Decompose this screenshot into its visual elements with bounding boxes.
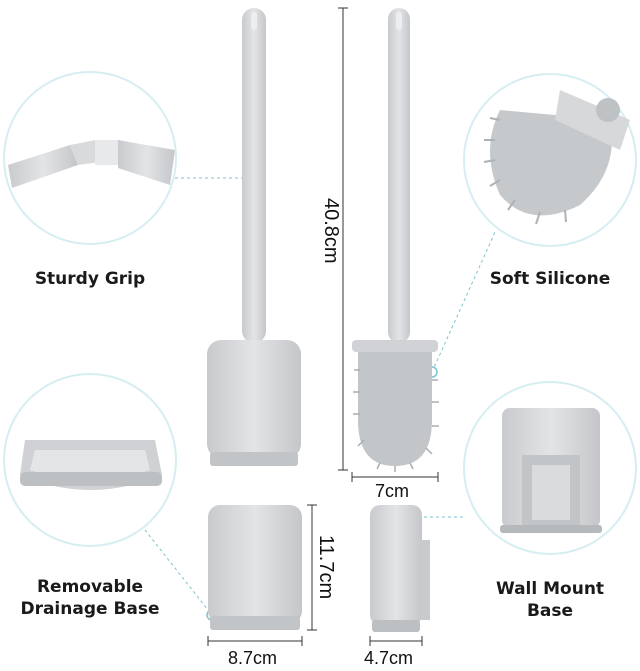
height-dimension: 40.8cm [320,198,342,264]
soft-silicone-label: Soft Silicone [489,269,611,289]
base-depth-dimension: 4.7cm [364,648,414,668]
base-width-dimension: 8.7cm [228,648,278,668]
callout-lines [144,177,497,616]
sturdy-grip-label: Sturdy Grip [34,269,146,289]
wall-mount-label-line2: Base [526,601,574,621]
base-front [208,505,302,630]
drainage-base-label: Removable Drainage Base [10,576,170,620]
drainage-base-circle [3,373,177,547]
wall-mount-base-circle [463,381,637,555]
sturdy-grip-circle [3,71,177,245]
soft-silicone-circle [463,73,637,247]
base-height-dimension: 11.7cm [315,535,337,600]
brush-width-dimension: 7cm [375,481,410,501]
wall-mount-label-line1: Wall Mount [495,579,605,599]
brush-standalone [352,8,439,472]
base-side [370,505,430,632]
dimension-lines [207,7,439,646]
drainage-base-label-line1: Removable [36,577,144,597]
drainage-base-label-line2: Drainage Base [20,599,160,619]
brush-in-holder [207,8,301,466]
wall-mount-label: Wall Mount Base [480,578,620,622]
